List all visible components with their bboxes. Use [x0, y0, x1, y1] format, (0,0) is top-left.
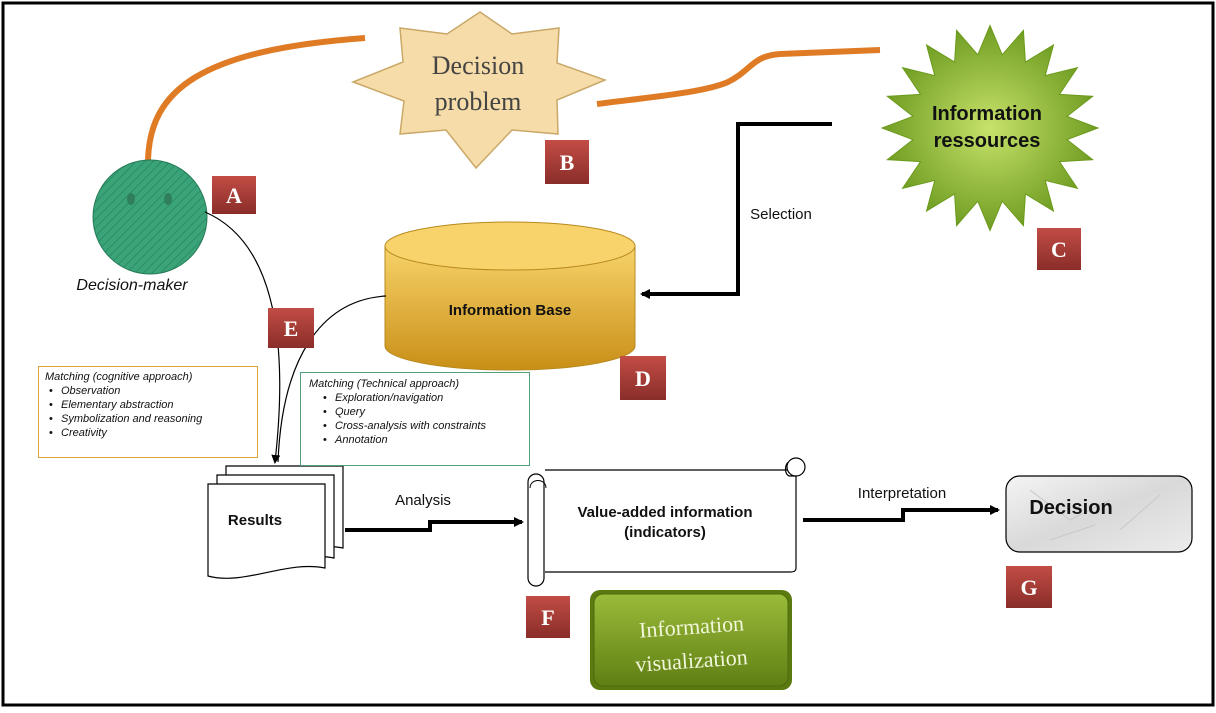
information-resources-label-2: ressources [934, 130, 1041, 152]
selection-arrow [640, 122, 832, 299]
technical-matching-box: Matching (Technical approach) Exploratio… [300, 372, 530, 466]
marker-d-label: D [635, 366, 651, 391]
marker-a-label: A [226, 183, 242, 208]
marker-g: G [1006, 566, 1052, 608]
information-base-label: Information Base [449, 302, 572, 319]
marker-d: D [620, 356, 666, 400]
face-left-eye [127, 193, 135, 205]
selection-label: Selection [750, 206, 812, 223]
list-item: Query [313, 405, 521, 419]
value-added-scroll [527, 457, 806, 587]
information-base-cylinder [384, 221, 636, 371]
information-resources-label-1: Information [932, 103, 1042, 125]
decision-problem-label-1: Decision [432, 51, 524, 80]
analysis-label: Analysis [395, 492, 451, 509]
analysis-arrow [345, 517, 524, 532]
list-item: Observation [49, 384, 251, 398]
information-resources-starburst [880, 24, 1100, 232]
marker-g-label: G [1020, 575, 1037, 600]
value-added-label-1: Value-added information [577, 504, 752, 521]
info-vis-box [593, 593, 789, 687]
list-item: Exploration/navigation [313, 391, 521, 405]
value-added-label-2: (indicators) [624, 524, 706, 541]
face-right-eye [164, 193, 172, 205]
marker-f: F [526, 596, 570, 638]
decision-label: Decision [1029, 497, 1112, 519]
marker-b: B [545, 140, 589, 184]
interpretation-arrow [803, 505, 1000, 522]
decision-problem-star [350, 11, 608, 170]
connector-decision-maker-to-problem [145, 35, 366, 161]
marker-e-label: E [284, 316, 299, 341]
list-item: Creativity [49, 426, 251, 440]
decision-box [1005, 475, 1193, 553]
cognitive-matching-box: Matching (cognitive approach) Observatio… [38, 366, 258, 458]
marker-e: E [268, 308, 314, 348]
marker-a: A [212, 176, 256, 214]
results-documents [207, 465, 344, 579]
marker-b-label: B [560, 150, 575, 175]
list-item: Annotation [313, 433, 521, 447]
list-item: Elementary abstraction [49, 398, 251, 412]
technical-box-title: Matching (Technical approach) [309, 378, 460, 390]
results-label: Results [228, 512, 282, 529]
list-item: Cross-analysis with constraints [313, 419, 521, 433]
cognitive-box-list: Observation Elementary abstraction Symbo… [45, 384, 251, 440]
connector-problem-to-resources [596, 47, 881, 107]
cognitive-box-title: Matching (cognitive approach) [45, 371, 193, 383]
technical-box-list: Exploration/navigation Query Cross-analy… [309, 391, 521, 447]
marker-c: C [1037, 228, 1081, 270]
decision-maker-face [92, 159, 208, 275]
cognitive-matching-curve [204, 211, 281, 464]
interpretation-label: Interpretation [858, 485, 946, 502]
list-item: Symbolization and reasoning [49, 412, 251, 426]
decision-maker-label: Decision-maker [76, 277, 188, 294]
marker-c-label: C [1051, 237, 1067, 262]
decision-problem-label-2: problem [435, 87, 522, 116]
marker-f-label: F [541, 605, 554, 630]
